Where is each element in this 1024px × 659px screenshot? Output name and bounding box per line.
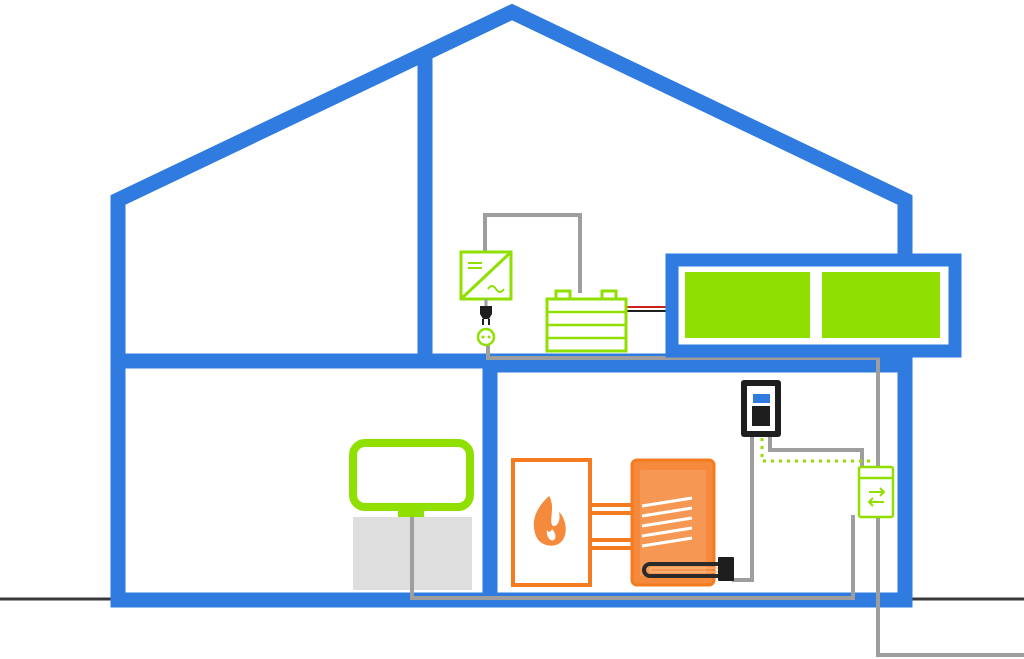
flame-inner <box>546 529 556 541</box>
heater-element-highlight <box>649 567 720 573</box>
plug-body <box>480 306 492 319</box>
power-plug-icon <box>476 299 496 347</box>
inverter-dc-ac-icon <box>459 250 513 301</box>
meter-arrow-left-head <box>867 497 874 507</box>
coil-turn-2 <box>641 506 693 518</box>
energy-manager-display-icon <box>741 380 781 437</box>
heater-element <box>642 562 722 578</box>
pv-module-right <box>822 272 940 338</box>
heating-pipes <box>590 503 632 550</box>
socket-to-meter-wire <box>486 337 880 470</box>
tank-inner <box>640 470 706 576</box>
controller-to-meter-wire <box>768 437 864 470</box>
hot-water-tank-icon <box>630 458 716 587</box>
controller-to-heater-wire <box>732 437 754 582</box>
coil-turn-5 <box>641 536 693 548</box>
inverter-battery-wire <box>483 213 582 293</box>
monitor-frame <box>349 439 474 511</box>
bidirectional-meter-icon <box>857 465 895 519</box>
coil-turn-3 <box>641 516 693 528</box>
house-structure <box>110 3 913 608</box>
heat-exchanger-coil <box>641 496 693 548</box>
inverter-diagonal <box>459 250 513 301</box>
coil-turn-4 <box>641 526 693 538</box>
coil-turn-1 <box>641 496 693 508</box>
inverter-ac-mark <box>487 285 505 293</box>
pv-module-left <box>685 272 810 338</box>
boiler-flame-icon <box>511 458 592 587</box>
monitor-icon <box>349 439 474 517</box>
socket-hole-right <box>487 335 491 339</box>
controller-screen <box>753 394 770 403</box>
solar-panel-icon <box>685 272 940 338</box>
immersion-heater-icon <box>642 557 734 581</box>
socket-hole-left <box>481 335 485 339</box>
house-outline <box>110 3 913 608</box>
heater-head <box>718 557 734 581</box>
meter-to-grid-wire <box>876 515 1024 657</box>
data-link-dotted <box>760 438 872 470</box>
boiler-body <box>511 458 592 587</box>
battery-icon <box>545 289 628 353</box>
monitor-stand <box>398 507 424 517</box>
socket-ring <box>476 327 496 347</box>
meter-arrow-right-head <box>879 487 886 497</box>
controller-panel <box>752 406 770 426</box>
flame-icon <box>533 496 566 546</box>
